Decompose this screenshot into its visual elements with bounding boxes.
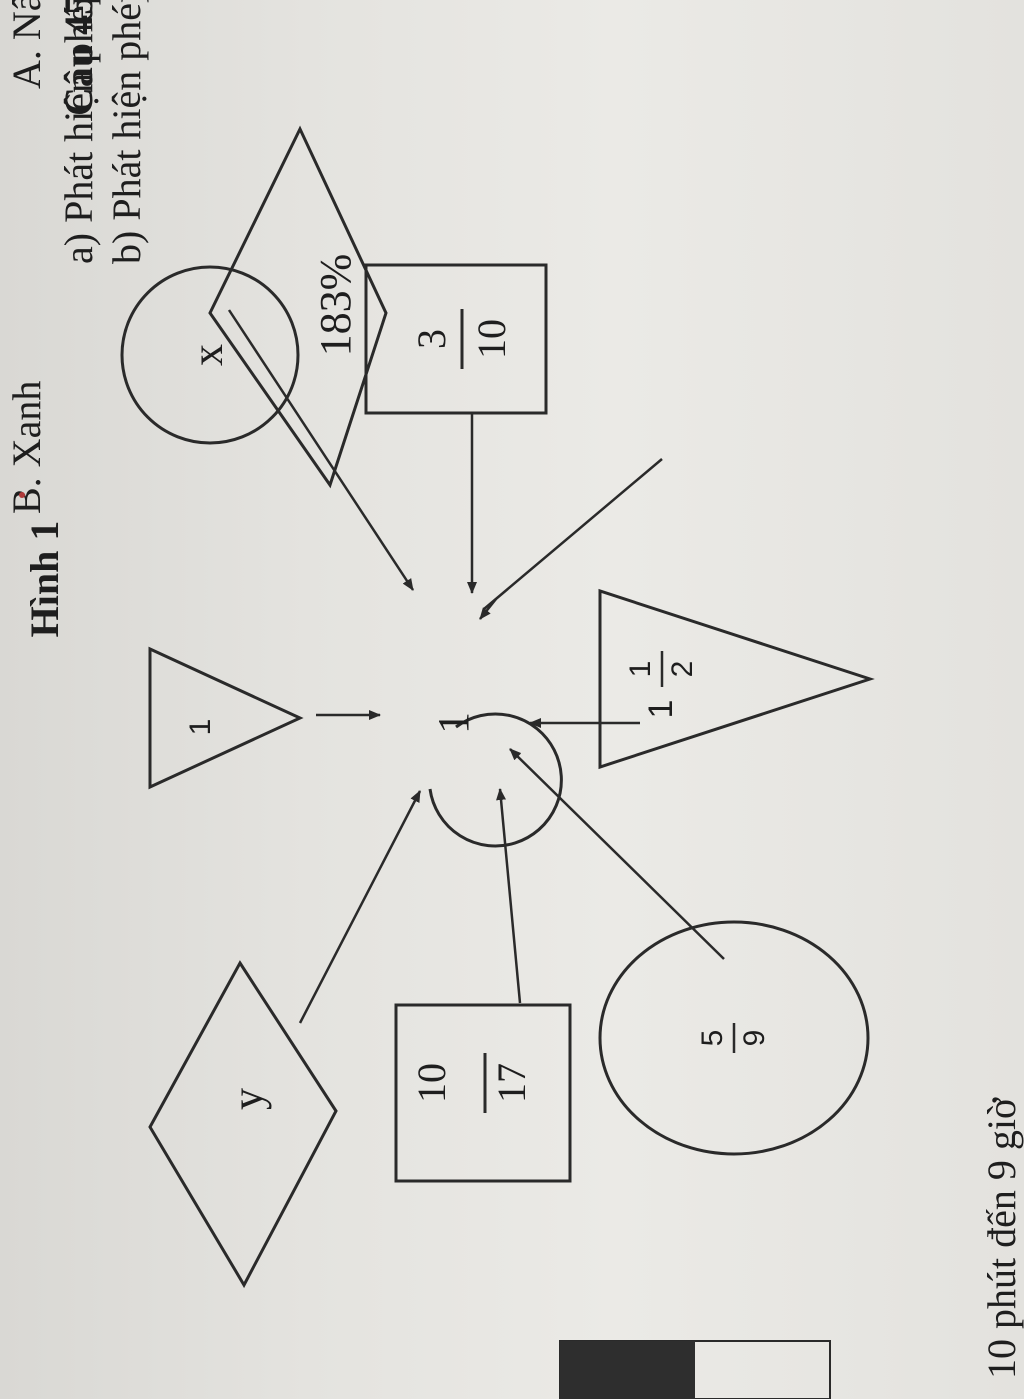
arrow-from-x — [227, 309, 415, 591]
rotated-page: A. Nâu B. Xanh Câu 45: a) Phát hiện phép… — [4, 0, 1024, 1399]
triangle-small — [148, 646, 304, 790]
frac-5-den: 9 — [738, 1030, 771, 1047]
circle-x-label: x — [183, 344, 232, 366]
question-number: Câu 45: — [56, 0, 101, 116]
option-a: A. Nâu — [4, 0, 49, 89]
arrow-from-183-head — [479, 598, 497, 620]
question-part-b: b) Phát hiện phép toán ở hình 2 rồi tìm … — [104, 0, 149, 264]
question-part-a: a) Phát hiện phép toán ở hình 1 rồi tìm … — [56, 0, 101, 264]
table-dark-cell — [560, 1341, 695, 1399]
option-b: B. Xanh — [4, 381, 49, 514]
mixed-whole: 1 — [642, 700, 680, 719]
diamond-y-label: y — [223, 1088, 272, 1110]
diamond-183-percent — [208, 125, 388, 489]
frac-3-den: 10 — [469, 319, 514, 359]
square-three-tenths — [364, 263, 548, 415]
arrow-from-y — [298, 790, 422, 1024]
footer-fragment: 10 phút đến 9 giờ — [979, 1097, 1024, 1379]
figure-caption-text: Hình 1 — [22, 521, 67, 638]
mixed-den: 2 — [666, 661, 699, 678]
center-circle — [428, 712, 563, 848]
diamond-183-label: 183% — [311, 254, 360, 357]
triangle-mixed-number — [598, 588, 875, 770]
ellipse-five-ninths — [598, 920, 870, 1156]
arrow-from-five-ninths — [509, 748, 725, 960]
red-dot-mark — [19, 492, 25, 498]
square-seventeen-tenths — [394, 1003, 572, 1183]
frac-17-num: 17 — [489, 1063, 534, 1103]
frac-3-num: 3 — [409, 329, 454, 349]
triangle-small-label: 1 — [184, 719, 217, 736]
arrow-from-seventeen-tenths — [496, 788, 522, 1004]
frac-5-num: 5 — [696, 1030, 729, 1047]
circle-x — [120, 265, 300, 445]
frac-17-den: 10 — [409, 1063, 454, 1103]
mixed-num: 1 — [624, 661, 657, 678]
center-label: 1 — [429, 712, 478, 734]
arrow-from-183-line — [483, 458, 663, 610]
diamond-y — [148, 960, 338, 1289]
